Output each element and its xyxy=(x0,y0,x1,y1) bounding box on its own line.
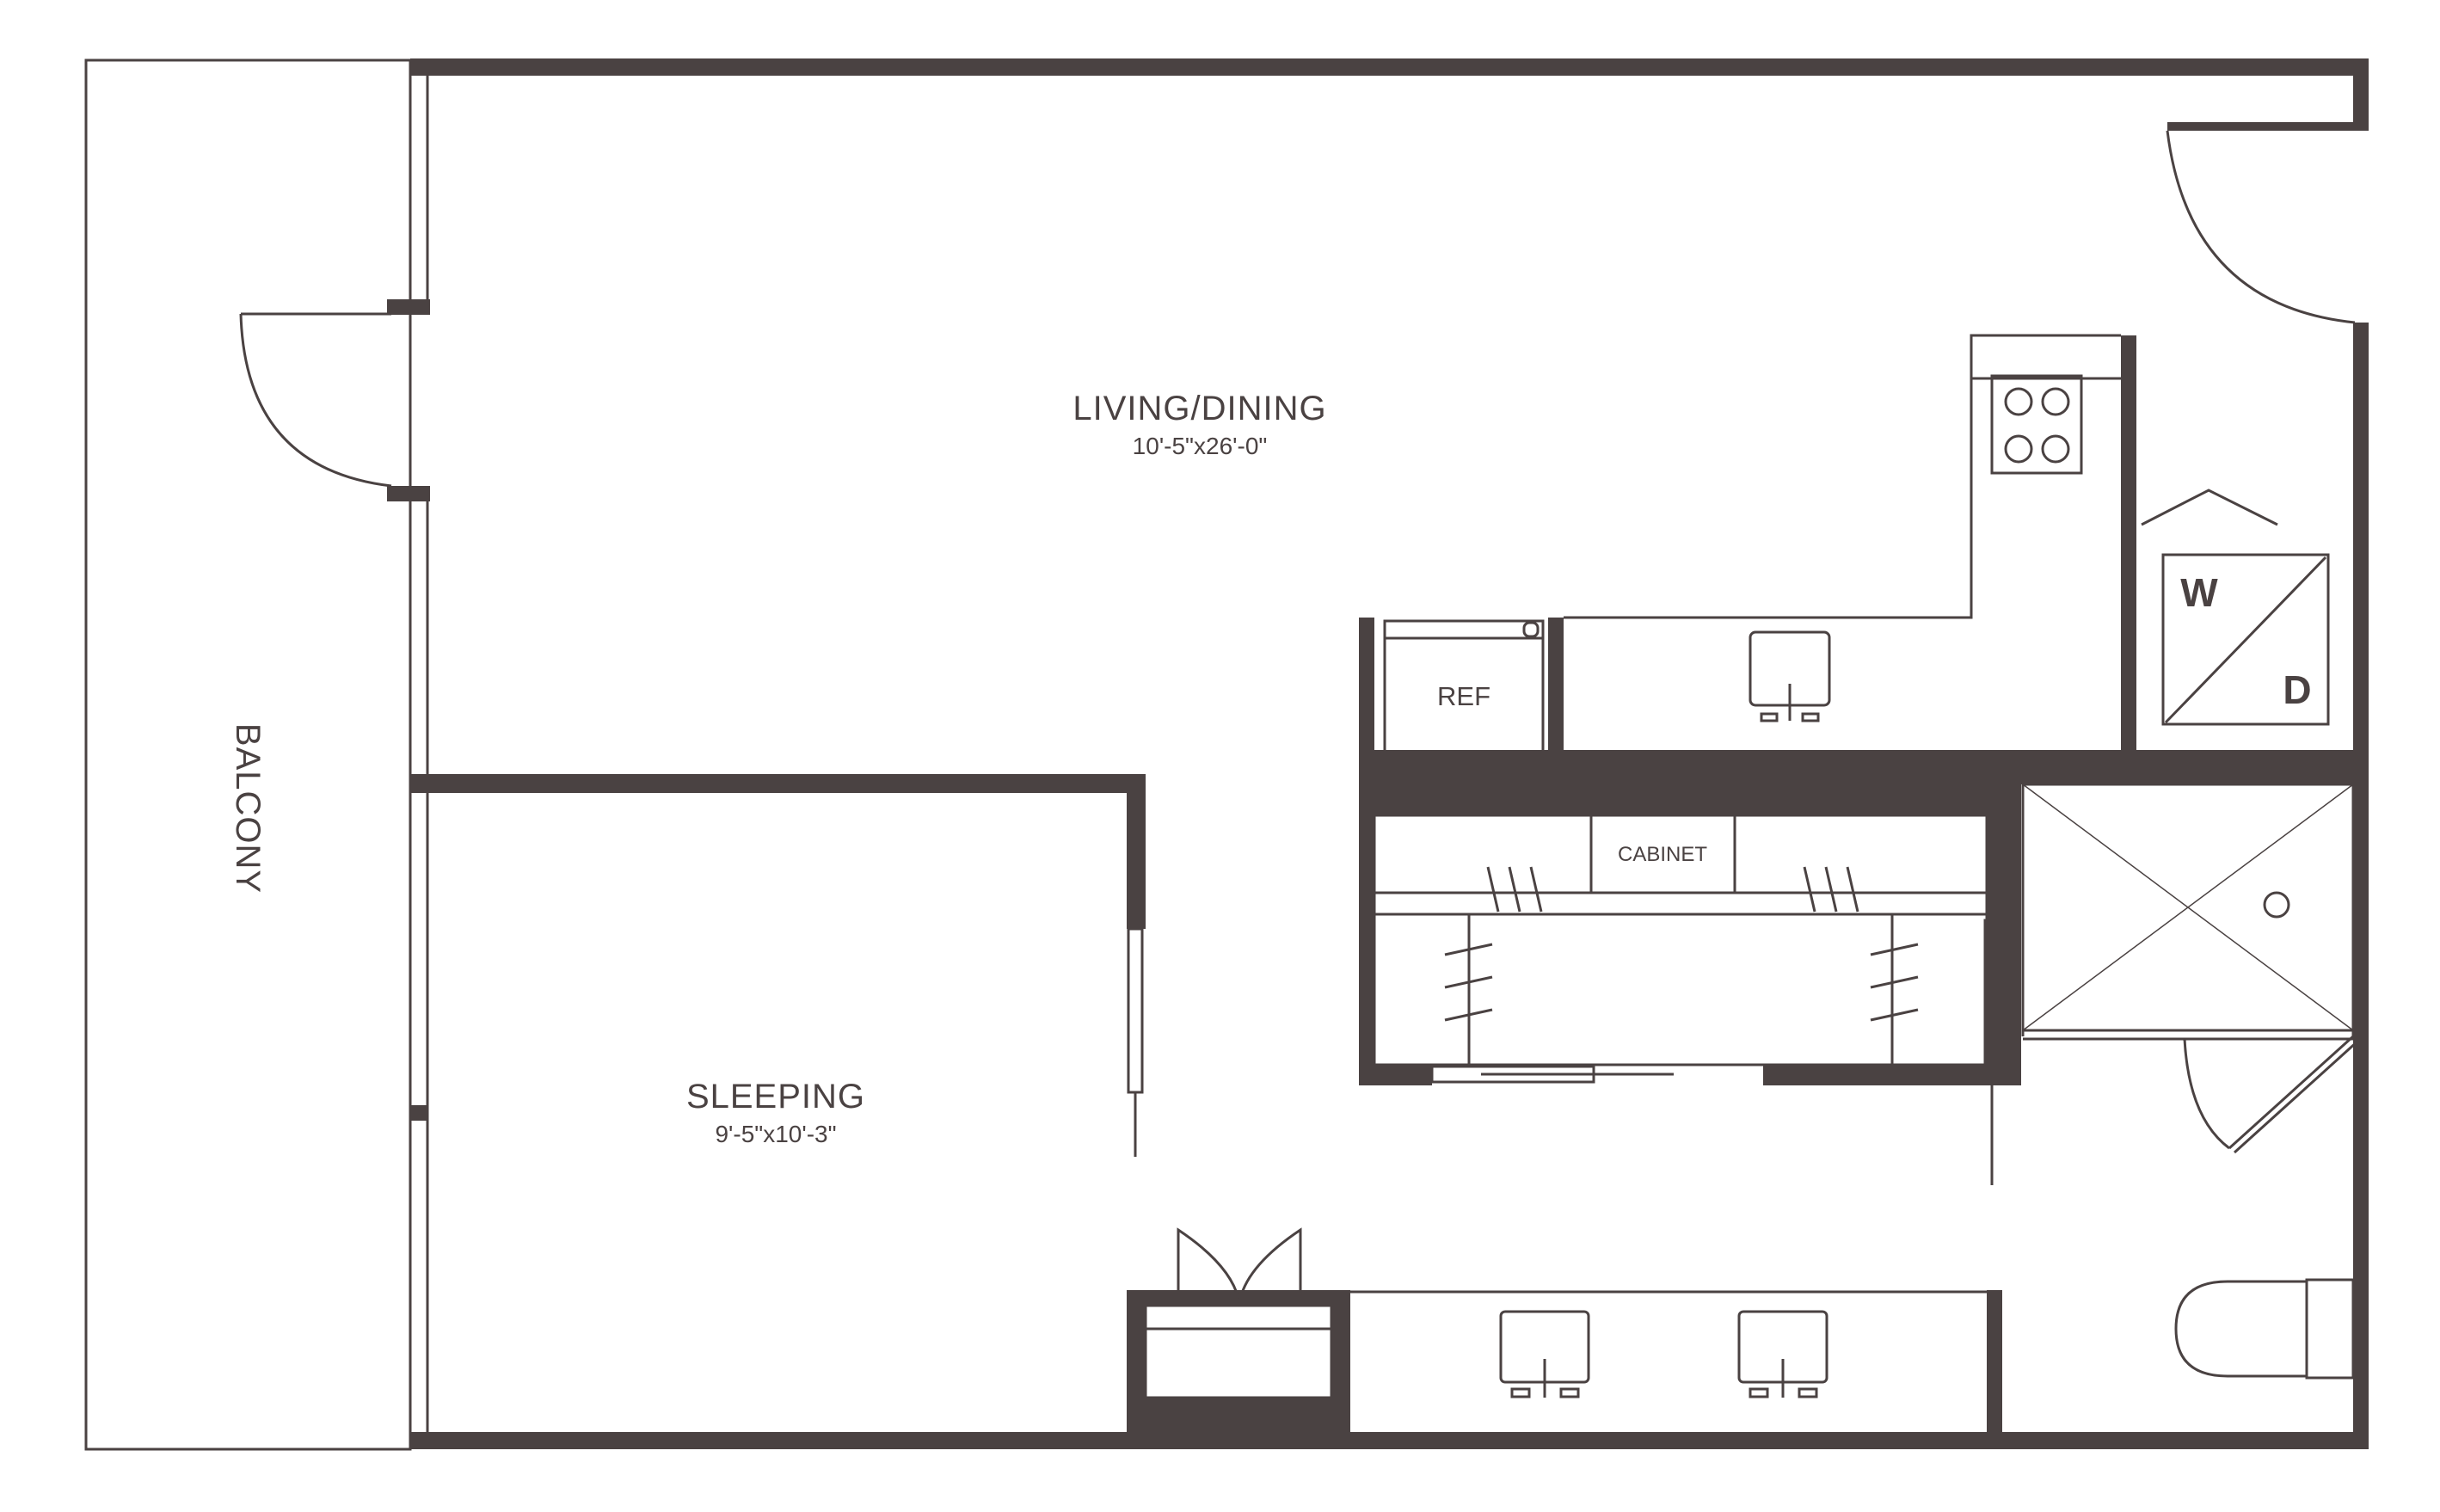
vanity-walls xyxy=(1127,1290,2002,1449)
dryer-label: D xyxy=(2283,667,2311,712)
toilet-icon xyxy=(2174,1278,2355,1380)
washer-dryer-icon: W D xyxy=(2141,489,2330,726)
door-swing-icon xyxy=(1177,1227,1302,1306)
sink-icon xyxy=(1749,630,1831,722)
balcony: BALCONY xyxy=(84,58,412,1451)
refrigerator: REF xyxy=(1383,619,1545,769)
cooktop-icon xyxy=(1990,374,2083,475)
sleeping-walls xyxy=(410,774,1146,929)
cabinet: CABINET xyxy=(1589,814,1736,894)
window-wall-left xyxy=(387,76,430,1432)
kitchen-walls xyxy=(1359,335,2369,1078)
sink-icon xyxy=(1499,1310,1590,1398)
bath-door[interactable] xyxy=(1983,919,1999,1185)
closet-walls xyxy=(1359,784,2021,1085)
closet-hanger-icon xyxy=(1444,866,1919,1022)
living-dining-dimensions: 10'-5"x26'-0" xyxy=(1133,433,1268,459)
balcony-label: BALCONY xyxy=(229,723,267,894)
shower-icon xyxy=(2021,783,2355,1041)
sleeping: SLEEPING 9'-5"x10'-3" xyxy=(686,1078,865,1147)
sliding-door[interactable] xyxy=(1430,1065,1674,1084)
washer-label: W xyxy=(2180,570,2218,615)
outer-walls xyxy=(410,58,2369,1449)
living-dining: LIVING/DINING 10'-5"x26'-0" xyxy=(1072,390,1326,459)
refrigerator-label: REF xyxy=(1437,681,1490,711)
kitchen-counter xyxy=(1564,334,2121,619)
door-swing-icon xyxy=(2183,1035,2360,1154)
door-swing-icon xyxy=(2166,130,2356,324)
sliding-door[interactable] xyxy=(1127,927,1144,1157)
bathroom-walls xyxy=(2004,765,2369,784)
sink-icon xyxy=(1737,1310,1828,1398)
sleeping-dimensions: 9'-5"x10'-3" xyxy=(715,1121,836,1147)
living-dining-label: LIVING/DINING xyxy=(1072,390,1326,427)
cabinet-label: CABINET xyxy=(1618,843,1707,866)
door-swing-icon xyxy=(239,312,392,488)
sleeping-label: SLEEPING xyxy=(686,1078,865,1116)
closet xyxy=(1373,814,1988,1066)
hall-closet xyxy=(1144,1304,1333,1399)
